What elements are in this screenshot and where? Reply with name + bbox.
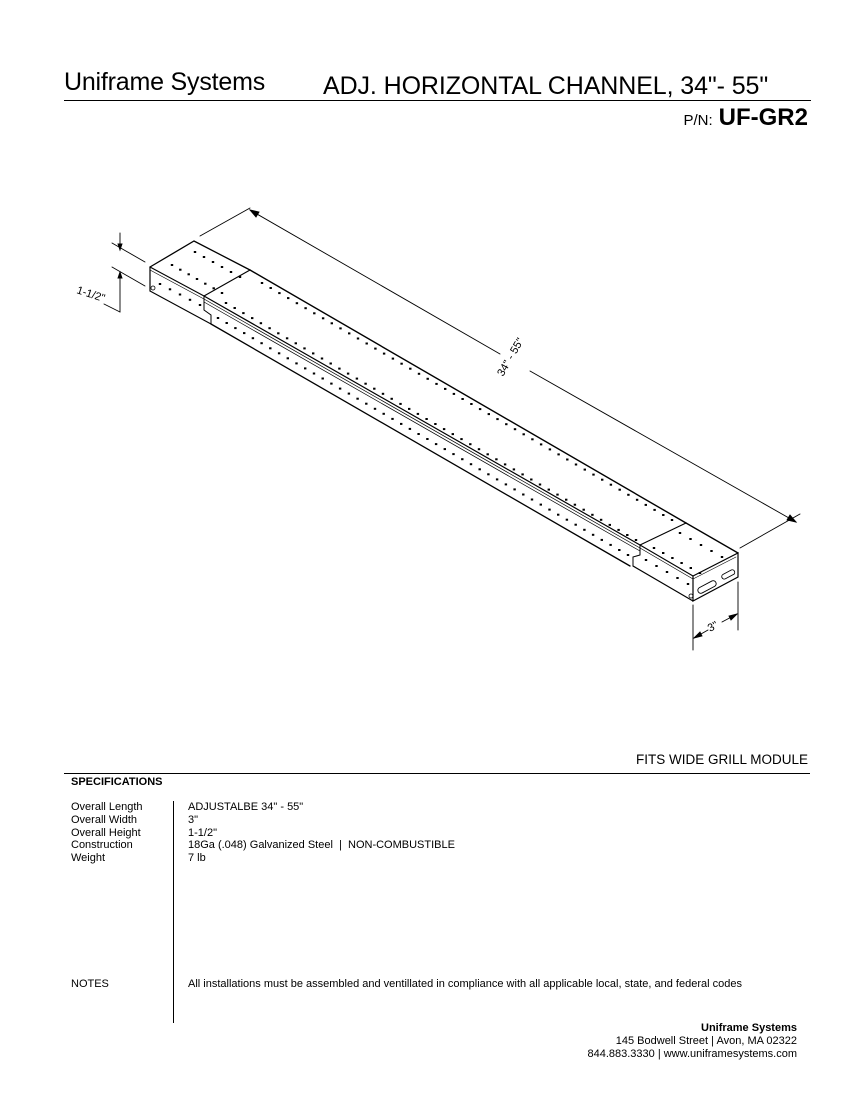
- spec-value: ADJUSTALBE 34" - 55": [188, 801, 304, 813]
- specifications-heading: SPECIFICATIONS: [71, 776, 163, 788]
- spec-labels: Overall Length Overall Width Overall Hei…: [71, 801, 143, 865]
- fits-note: FITS WIDE GRILL MODULE: [635, 752, 808, 767]
- spec-value: 18Ga (.048) Galvanized Steel | NON-COMBU…: [188, 839, 455, 852]
- right-end-section: [632, 522, 739, 602]
- part-number-label: P/N:: [683, 112, 713, 129]
- spec-value: 7 lb: [188, 852, 206, 865]
- length-dimension: [199, 207, 801, 549]
- height-dimension: [103, 232, 146, 313]
- footer-address: 145 Bodwell Street | Avon, MA 02322: [615, 1035, 797, 1047]
- left-end-section: [149, 240, 251, 325]
- spec-label: Construction: [71, 839, 133, 852]
- footer-company: Uniframe Systems: [701, 1022, 797, 1034]
- spec-value: 1-1/2": [188, 826, 217, 839]
- spec-value: 3": [188, 813, 199, 826]
- spec-label: Weight: [71, 852, 106, 865]
- spec-label: Overall Length: [71, 801, 143, 813]
- header-divider: [64, 100, 811, 101]
- part-number-value: UF-GR2: [718, 104, 808, 131]
- product-title: ADJ. HORIZONTAL CHANNEL, 34"- 55": [323, 72, 769, 100]
- spec-label: Overall Height: [71, 826, 141, 839]
- spec-column-divider: [173, 801, 174, 1023]
- part-number: P/N: UF-GR2: [683, 104, 808, 132]
- notes-text: All installations must be assembled and …: [188, 978, 742, 990]
- specifications-divider: [64, 773, 810, 774]
- width-dimension: [692, 581, 739, 651]
- company-title: Uniframe Systems: [64, 68, 266, 96]
- length-dim-label: 34" - 55": [495, 336, 526, 379]
- channel-drawing: 1-1/2" 34" - 55" 3": [75, 207, 801, 651]
- width-dim-label: 3": [706, 619, 721, 634]
- spec-label: Overall Width: [71, 813, 138, 826]
- footer-contact: Uniframe Systems 145 Bodwell Street | Av…: [587, 1022, 797, 1061]
- spec-values: ADJUSTALBE 34" - 55" 3" 1-1/2" 18Ga (.04…: [188, 801, 455, 865]
- height-dim-label: 1-1/2": [75, 284, 106, 304]
- middle-section: [203, 269, 687, 567]
- footer-contact-line: 844.883.3330 | www.uniframesystems.com: [587, 1048, 797, 1060]
- notes-label: NOTES: [71, 978, 109, 990]
